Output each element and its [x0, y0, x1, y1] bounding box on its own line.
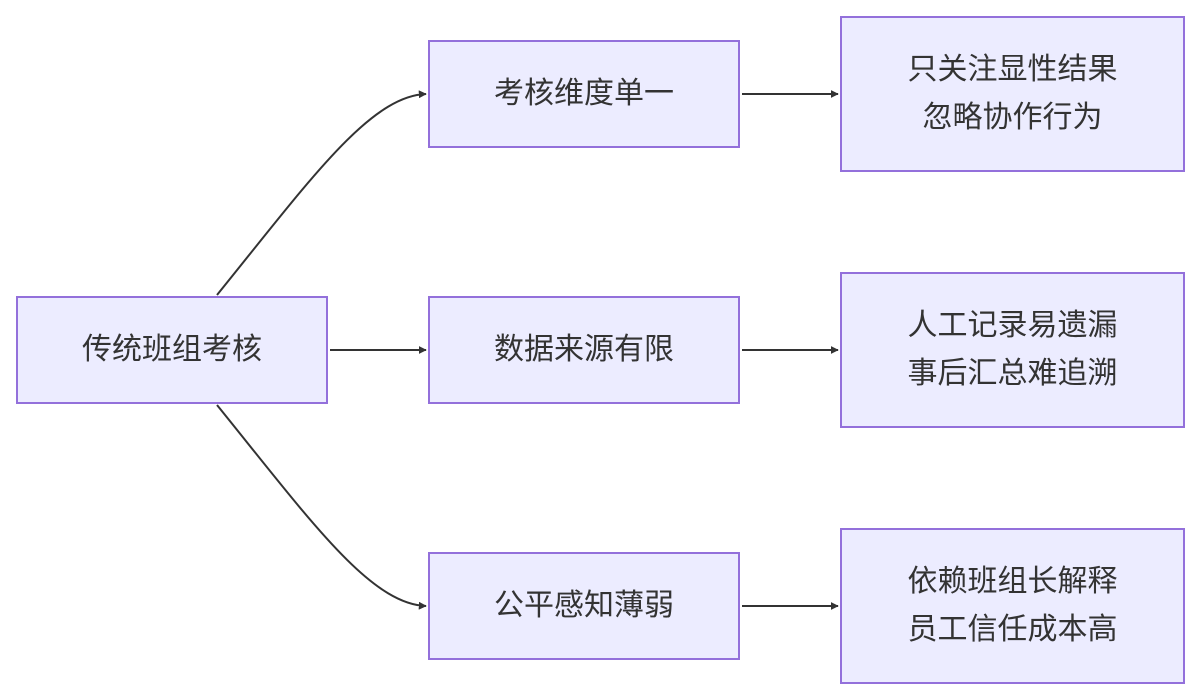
- node-weak-fairness-perception: 公平感知薄弱: [428, 552, 740, 660]
- detail-line: 只关注显性结果: [907, 52, 1118, 87]
- detail-line: 人工记录易遗漏: [907, 308, 1118, 343]
- node-label: 考核维度单一: [494, 76, 674, 111]
- node-label: 公平感知薄弱: [494, 588, 674, 623]
- node-weak-fairness-perception-detail: 依赖班组长解释 员工信任成本高: [840, 528, 1185, 684]
- edge-root-to-fair: [216, 404, 427, 610]
- detail-line: 依赖班组长解释: [907, 564, 1118, 599]
- node-limited-data-source: 数据来源有限: [428, 296, 740, 404]
- node-label: 数据来源有限: [494, 332, 674, 367]
- node-limited-data-source-detail: 人工记录易遗漏 事后汇总难追溯: [840, 272, 1185, 428]
- node-label: 传统班组考核: [82, 332, 262, 367]
- detail-line: 忽略协作行为: [922, 100, 1103, 135]
- node-single-dimension: 考核维度单一: [428, 40, 740, 148]
- node-traditional-team-assessment: 传统班组考核: [16, 296, 328, 404]
- edge-root-to-dim: [216, 90, 427, 296]
- detail-line: 事后汇总难追溯: [907, 356, 1118, 391]
- node-single-dimension-detail: 只关注显性结果 忽略协作行为: [840, 16, 1185, 172]
- detail-line: 员工信任成本高: [907, 612, 1118, 647]
